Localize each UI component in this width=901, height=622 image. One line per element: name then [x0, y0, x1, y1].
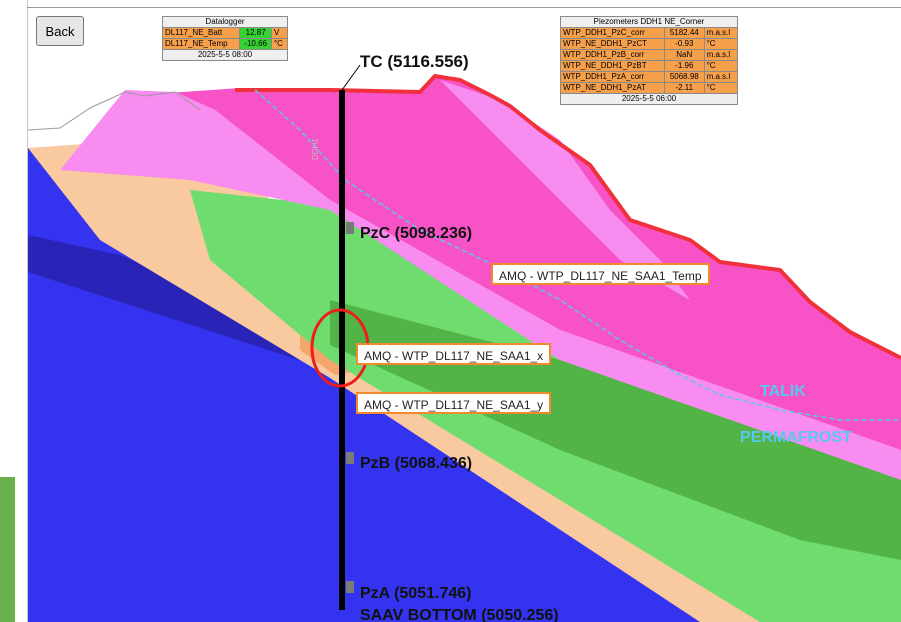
piezometer-row-value: 5068.98: [663, 71, 705, 83]
overburden-outline: [27, 91, 201, 131]
datalogger-row-unit: °C: [270, 38, 289, 50]
piezometer-row-value: -2.11: [663, 82, 705, 94]
piezometer-row-unit: °C: [703, 82, 739, 94]
sensor-link-temp[interactable]: AMQ - WTP_DL117_NE_SAA1_Temp: [491, 263, 710, 285]
piezometer-row: WTP_NE_DDH1_PzBT -1.96 °C: [560, 60, 739, 72]
magenta-layer: [140, 75, 901, 450]
piezometer-row-unit: °C: [703, 60, 739, 72]
side-green-strip: [0, 477, 15, 622]
back-button[interactable]: Back: [36, 16, 84, 46]
piezometer-row-name: WTP_NE_DDH1_PzCT: [560, 38, 665, 50]
piezometer-row-value: -1.96: [663, 60, 705, 72]
datalogger-row-name: DL117_NE_Temp: [161, 38, 241, 50]
sensor-marker-pza: [346, 581, 354, 593]
permafrost-boundary: [254, 89, 901, 421]
datalogger-row-value: -10.66: [239, 38, 272, 50]
piezometer-row-unit: m.a.s.l: [703, 27, 739, 39]
frame-left-border: [27, 0, 28, 622]
dark-green-layer: [330, 300, 901, 560]
piezometer-row: WTP_NE_DDH1_PzCT -0.93 °C: [560, 38, 739, 50]
top-leader-line: [341, 64, 361, 91]
ground-surface-line: [235, 73, 901, 360]
sensor-label-pzb: PzB (5068.436): [360, 455, 472, 472]
piezometer-row-name: WTP_NE_DDH1_PzBT: [560, 60, 665, 72]
piezometer-row-unit: m.a.s.l: [703, 49, 739, 61]
piezometer-row-name: WTP_DDH1_PzA_corr: [560, 71, 665, 83]
datalogger-title: Datalogger: [162, 16, 288, 28]
borehole-top-label: TC (5116.556): [360, 52, 469, 71]
datalogger-row-unit: V: [270, 27, 289, 39]
sensor-marker-pzb: [346, 452, 354, 464]
blue-layer: [28, 148, 901, 622]
piezometer-row-value: -0.93: [663, 38, 705, 50]
talik-label: TALIK: [760, 383, 806, 400]
sensor-marker-pzc: [346, 222, 354, 234]
piezometer-row-value: 5182.44: [663, 27, 705, 39]
sensor-link-y[interactable]: AMQ - WTP_DL117_NE_SAA1_y: [356, 392, 552, 414]
piezometer-row-unit: °C: [703, 38, 739, 50]
sensor-label-pzc: PzC (5098.236): [360, 225, 472, 242]
datalogger-row-name: DL117_NE_Batt: [161, 27, 241, 39]
frame-top-border: [27, 7, 901, 8]
piezometers-timestamp: 2025-5-5 06:00: [560, 93, 738, 105]
datalogger-row: DL117_NE_Temp -10.66 °C: [161, 38, 289, 50]
sensor-link-x[interactable]: AMQ - WTP_DL117_NE_SAA1_x: [356, 343, 552, 365]
piezometer-row-value: NaN: [663, 49, 705, 61]
datalogger-panel: Datalogger DL117_NE_Batt 12.87 V DL117_N…: [161, 16, 289, 61]
piezometer-row: WTP_DDH1_PzC_corr 5182.44 m.a.s.l: [560, 27, 739, 39]
borehole-bottom-label: SAAV BOTTOM (5050.256): [360, 607, 559, 622]
datalogger-row-value: 12.87: [239, 27, 272, 39]
sensor-label-pza: PzA (5051.746): [360, 585, 471, 602]
pink-patch-upper: [440, 80, 690, 300]
permafrost-label: PERMAFROST: [740, 429, 852, 446]
piezometer-row-name: WTP_NE_DDH1_PzAT: [560, 82, 665, 94]
light-pink-layer: [60, 90, 901, 480]
datalogger-timestamp: 2025-5-5 08:00: [162, 49, 288, 61]
piezometer-row: WTP_DDH1_PzA_corr 5068.98 m.a.s.l: [560, 71, 739, 83]
piezometer-row: WTP_DDH1_PzB_corr NaN m.a.s.l: [560, 49, 739, 61]
datalogger-row: DL117_NE_Batt 12.87 V: [161, 27, 289, 39]
piezometer-row-name: WTP_DDH1_PzB_corr: [560, 49, 665, 61]
piezometer-row-unit: m.a.s.l: [703, 71, 739, 83]
borehole-faint-label: DDH1: [311, 138, 320, 160]
piezometer-row-name: WTP_DDH1_PzC_corr: [560, 27, 665, 39]
piezometers-panel: Piezometers DDH1 NE_Corner WTP_DDH1_PzC_…: [560, 16, 739, 105]
piezometers-title: Piezometers DDH1 NE_Corner: [560, 16, 738, 28]
piezometer-row: WTP_NE_DDH1_PzAT -2.11 °C: [560, 82, 739, 94]
